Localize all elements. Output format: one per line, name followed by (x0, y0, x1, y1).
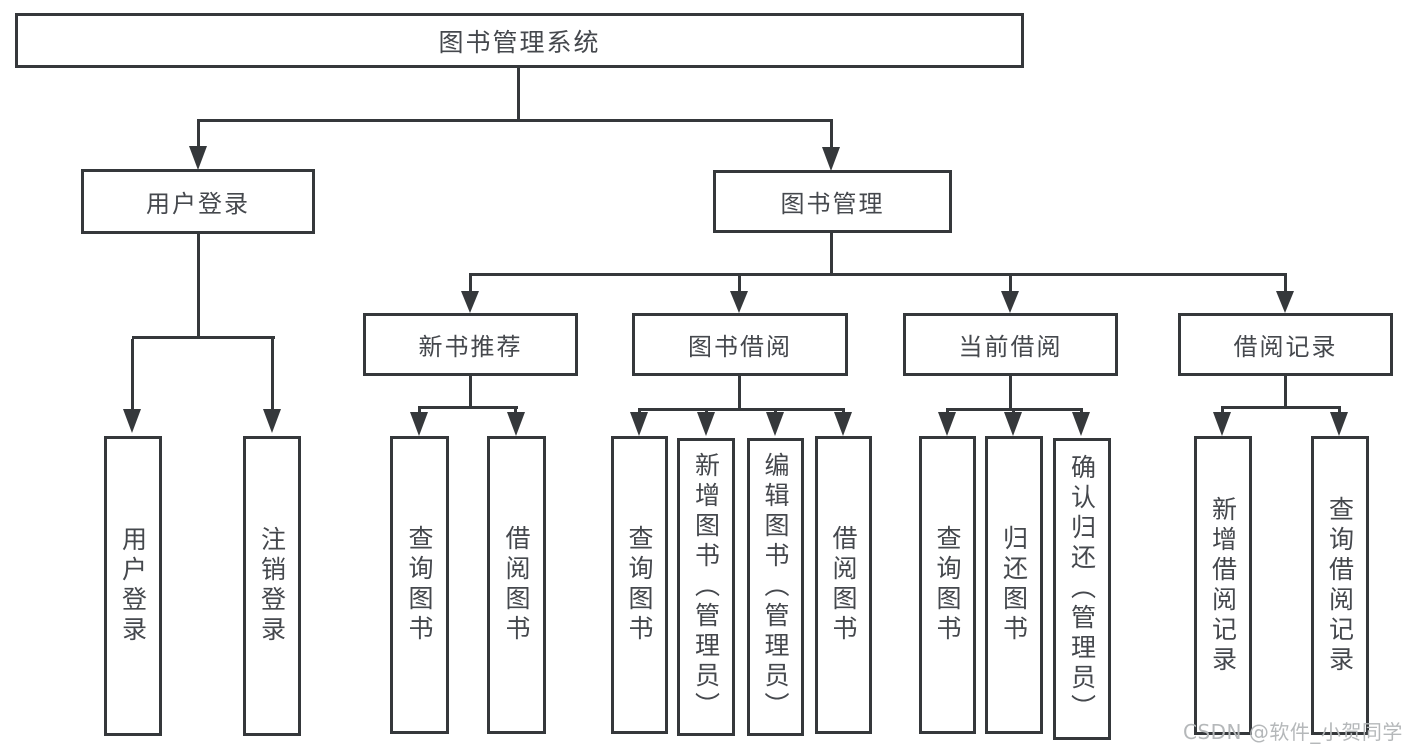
leaf-edit-book-admin: 编辑图书（管理员） (747, 438, 804, 736)
watermark: CSDN @软件_小贺同学 (1183, 720, 1403, 744)
arrow-down-icon (730, 291, 748, 313)
arrow-down-icon (697, 412, 715, 436)
node-book-borrow: 图书借阅 (632, 313, 848, 376)
leaf-query-borrow-record: 查询借阅记录 (1311, 436, 1369, 735)
connector-line (197, 234, 200, 336)
connector-line (418, 406, 518, 409)
node-label: 用户登录 (146, 190, 250, 218)
arrow-down-icon (938, 412, 956, 436)
leaf-query-books-borrow: 查询图书 (611, 436, 668, 734)
arrow-down-icon (834, 412, 852, 436)
connector-line (738, 376, 741, 408)
leaf-label: 编辑图书（管理员） (761, 452, 790, 722)
node-borrow-records: 借阅记录 (1178, 313, 1393, 376)
connector-line (469, 376, 472, 406)
connector-line (1221, 406, 1341, 409)
arrow-down-icon (766, 412, 784, 436)
connector-line (1284, 376, 1287, 406)
leaf-logout: 注销登录 (243, 436, 301, 736)
leaf-label: 查询图书 (405, 525, 434, 645)
leaf-add-book-admin: 新增图书（管理员） (677, 438, 735, 736)
node-label: 图书管理系统 (438, 27, 601, 57)
node-label: 图书管理 (780, 190, 885, 218)
leaf-add-borrow-record: 新增借阅记录 (1194, 436, 1252, 735)
connector-line (197, 119, 833, 122)
connector-line (131, 339, 134, 410)
leaf-return-book: 归还图书 (985, 436, 1043, 734)
arrow-down-icon (1072, 412, 1090, 436)
connector-line (946, 408, 1083, 411)
connector-line (1009, 376, 1012, 408)
connector-line (738, 276, 741, 294)
node-label: 新书推荐 (418, 333, 523, 361)
leaf-label: 查询图书 (625, 525, 654, 645)
arrow-down-icon (1001, 291, 1019, 313)
leaf-label: 注销登录 (257, 526, 287, 646)
node-user-login: 用户登录 (81, 169, 315, 234)
arrow-down-icon (410, 412, 428, 436)
leaf-label: 查询图书 (933, 525, 962, 645)
arrow-down-icon (1330, 412, 1348, 436)
leaf-query-books-current: 查询图书 (919, 436, 976, 734)
leaf-user-login: 用户登录 (104, 436, 162, 736)
connector-line (132, 336, 275, 339)
leaf-label: 用户登录 (118, 526, 148, 646)
node-label: 当前借阅 (958, 333, 1063, 361)
arrow-down-icon (1276, 291, 1294, 313)
arrow-down-icon (263, 409, 281, 433)
leaf-label: 借阅图书 (829, 525, 858, 645)
arrow-down-icon (1213, 412, 1231, 436)
connector-line (830, 122, 833, 150)
leaf-confirm-return-admin: 确认归还（管理员） (1053, 438, 1111, 740)
connector-line (1284, 276, 1287, 294)
arrow-down-icon (822, 147, 840, 171)
leaf-label: 查询借阅记录 (1325, 495, 1355, 676)
node-book-management: 图书管理 (713, 170, 952, 233)
arrow-down-icon (189, 146, 207, 170)
connector-line (469, 276, 472, 294)
leaf-label: 借阅图书 (502, 525, 531, 645)
node-label: 借阅记录 (1233, 333, 1338, 361)
leaf-label: 归还图书 (999, 525, 1029, 645)
leaf-label: 确认归还（管理员） (1067, 454, 1097, 724)
node-new-book-recommend: 新书推荐 (363, 313, 578, 376)
connector-line (1009, 276, 1012, 294)
leaf-borrow-books: 借阅图书 (815, 436, 872, 734)
node-library-management-system: 图书管理系统 (15, 13, 1024, 68)
connector-line (830, 233, 833, 273)
connector-line (271, 339, 274, 410)
node-label: 图书借阅 (688, 333, 792, 361)
connector-line (517, 68, 520, 119)
node-current-borrow: 当前借阅 (903, 313, 1118, 376)
leaf-label: 新增图书（管理员） (691, 452, 721, 722)
arrow-down-icon (507, 412, 525, 436)
connector-line (638, 408, 845, 411)
leaf-borrow-books-recommend: 借阅图书 (487, 436, 546, 734)
leaf-query-books-recommend: 查询图书 (390, 436, 449, 734)
arrow-down-icon (123, 409, 141, 433)
connector-line (197, 122, 200, 150)
arrow-down-icon (630, 412, 648, 436)
leaf-label: 新增借阅记录 (1208, 495, 1238, 676)
arrow-down-icon (1004, 412, 1022, 436)
connector-line (469, 273, 1287, 276)
arrow-down-icon (461, 291, 479, 313)
